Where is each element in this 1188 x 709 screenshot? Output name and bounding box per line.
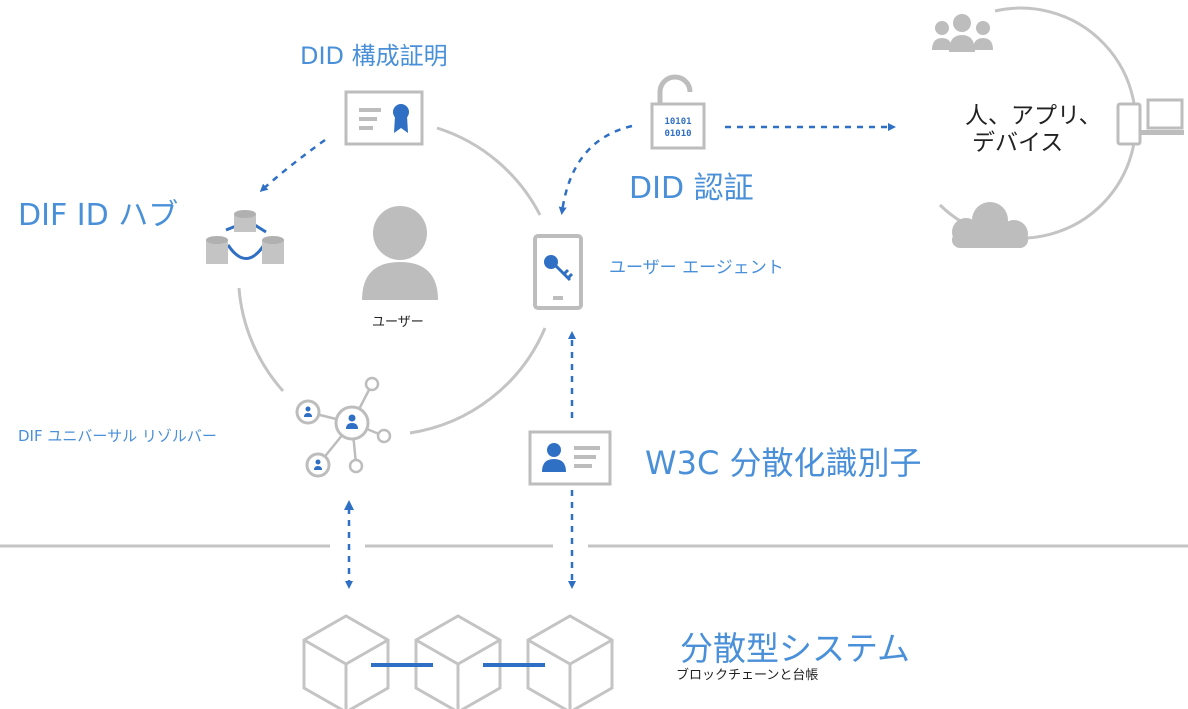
network-nodes-icon (295, 376, 392, 478)
svg-text:01010: 01010 (664, 129, 691, 139)
devices-icon (1116, 98, 1184, 146)
people-apps-label-line2: デバイス (972, 130, 1064, 156)
cube-icon (302, 614, 390, 709)
did-credential-label: DID 構成証明 (300, 42, 448, 70)
svg-text:10101: 10101 (664, 117, 691, 127)
did-auth-label: DID 認証 (629, 171, 754, 206)
people-group-icon (932, 14, 993, 52)
w3c-did-label: W3C 分散化識別子 (645, 444, 922, 482)
user-silhouette-icon (362, 206, 438, 300)
cube-icon (526, 614, 614, 709)
user-agent-label: ユーザー エージェント (609, 258, 784, 278)
dif-id-hub-label: DIF ID ハブ (18, 198, 179, 233)
binary-lock-icon: 10101 01010 (650, 74, 706, 150)
arrow-credential-to-hub (259, 138, 326, 192)
dif-resolver-label: DIF ユニバーサル リゾルバー (18, 427, 217, 445)
arrow-resolver-up-head (344, 500, 354, 510)
cloud-icon (952, 202, 1028, 248)
database-hub-icon (206, 210, 284, 264)
people-apps-label-line1: 人、アプリ、 (965, 103, 1102, 129)
blockchain-ledger-label: ブロックチェーンと台帳 (676, 668, 819, 683)
main-ring (237, 126, 547, 435)
flow-arrows (259, 123, 896, 589)
cube-icon (414, 614, 502, 709)
user-label: ユーザー (372, 315, 424, 330)
arrow-auth-to-agent (558, 124, 633, 215)
distributed-system-label: 分散型システム (680, 629, 911, 668)
blockchain-cubes (302, 614, 614, 709)
id-card-icon (528, 430, 612, 486)
phone-key-icon (533, 234, 583, 310)
certificate-icon (344, 90, 424, 146)
